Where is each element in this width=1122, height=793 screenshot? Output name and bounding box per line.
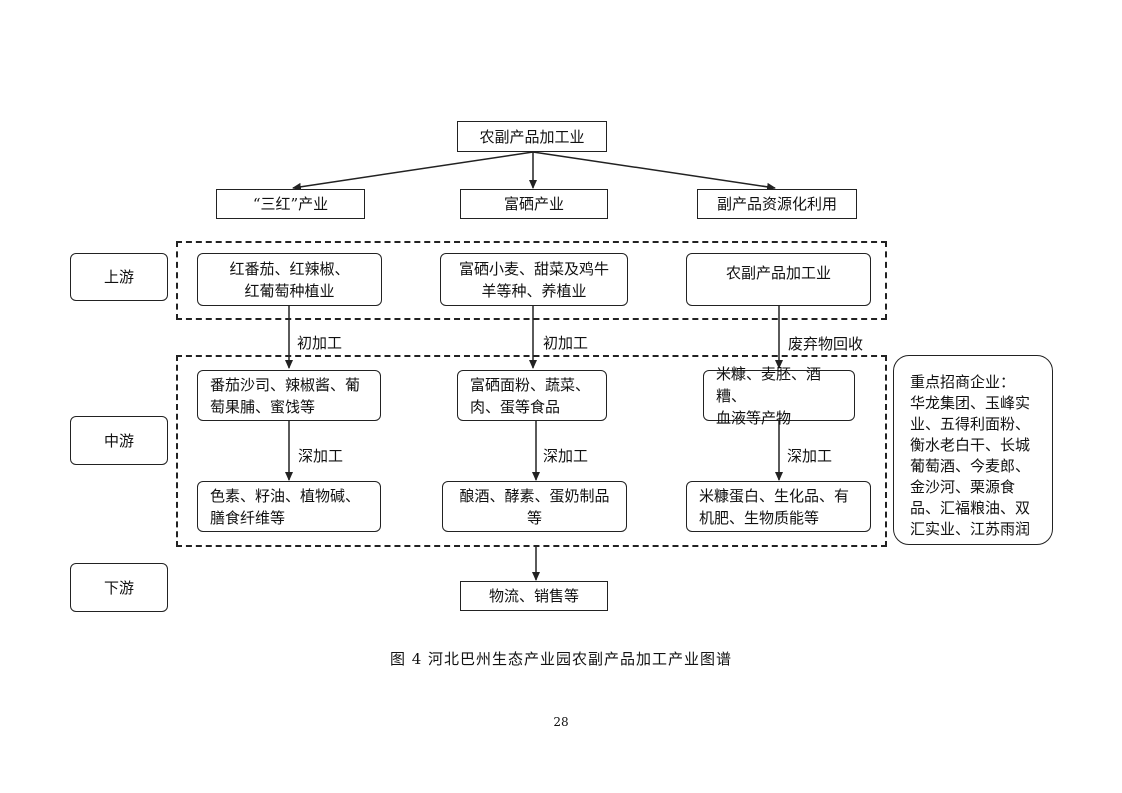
deep-box-bran-protein: 米糠蛋白、生化品、有 机肥、生物质能等 (686, 481, 871, 532)
branch-byproduct: 副产品资源化利用 (697, 189, 857, 219)
mid-box-byproducts: 米糠、麦胚、酒糟、 血液等产物 (703, 365, 855, 427)
branch-fuxi: 富硒产业 (460, 189, 608, 219)
label-primary-processing-center: 初加工 (543, 334, 589, 352)
root-node: 农副产品加工业 (457, 121, 607, 152)
upstream-box-agri-processing: 农副产品加工业 (686, 253, 871, 306)
stage-midstream: 中游 (70, 416, 168, 465)
arrow-root-to-sanhong (292, 151, 534, 191)
mid-box-tomato-products: 番茄沙司、辣椒酱、葡 萄果脯、蜜饯等 (197, 370, 381, 421)
label-deep-processing-right: 深加工 (787, 447, 833, 465)
upstream-box-selenium-farming: 富硒小麦、甜菜及鸡牛 羊等种、养植业 (440, 253, 628, 306)
label-deep-processing-left: 深加工 (298, 447, 344, 465)
downstream-box-logistics: 物流、销售等 (460, 581, 608, 611)
upstream-dashed-group (176, 241, 887, 320)
upstream-box-red-crops: 红番茄、红辣椒、 红葡萄种植业 (197, 253, 382, 306)
branch-sanhong: “三红”产业 (216, 189, 365, 219)
figure-caption: 图 4 河北巴州生态产业园农副产品加工产业图谱 (389, 650, 733, 668)
stage-downstream: 下游 (70, 563, 168, 612)
deep-box-wine-dairy: 酿酒、酵素、蛋奶制品 等 (442, 481, 627, 532)
stage-upstream: 上游 (70, 253, 168, 301)
label-deep-processing-center: 深加工 (543, 447, 589, 465)
label-waste-recycling: 废弃物回收 (788, 335, 864, 353)
page-number: 28 (553, 715, 569, 729)
mid-box-selenium-foods: 富硒面粉、蔬菜、 肉、蛋等食品 (457, 370, 607, 421)
label-primary-processing-left: 初加工 (297, 334, 343, 352)
midstream-dashed-group (176, 355, 887, 547)
deep-box-pigments-oils: 色素、籽油、植物碱、 膳食纤维等 (197, 481, 381, 532)
arrow-root-to-byproduct (532, 151, 776, 191)
key-companies-note: 重点招商企业： 华龙集团、玉峰实 业、五得利面粉、 衡水老白干、长城 葡萄酒、今… (893, 355, 1053, 545)
